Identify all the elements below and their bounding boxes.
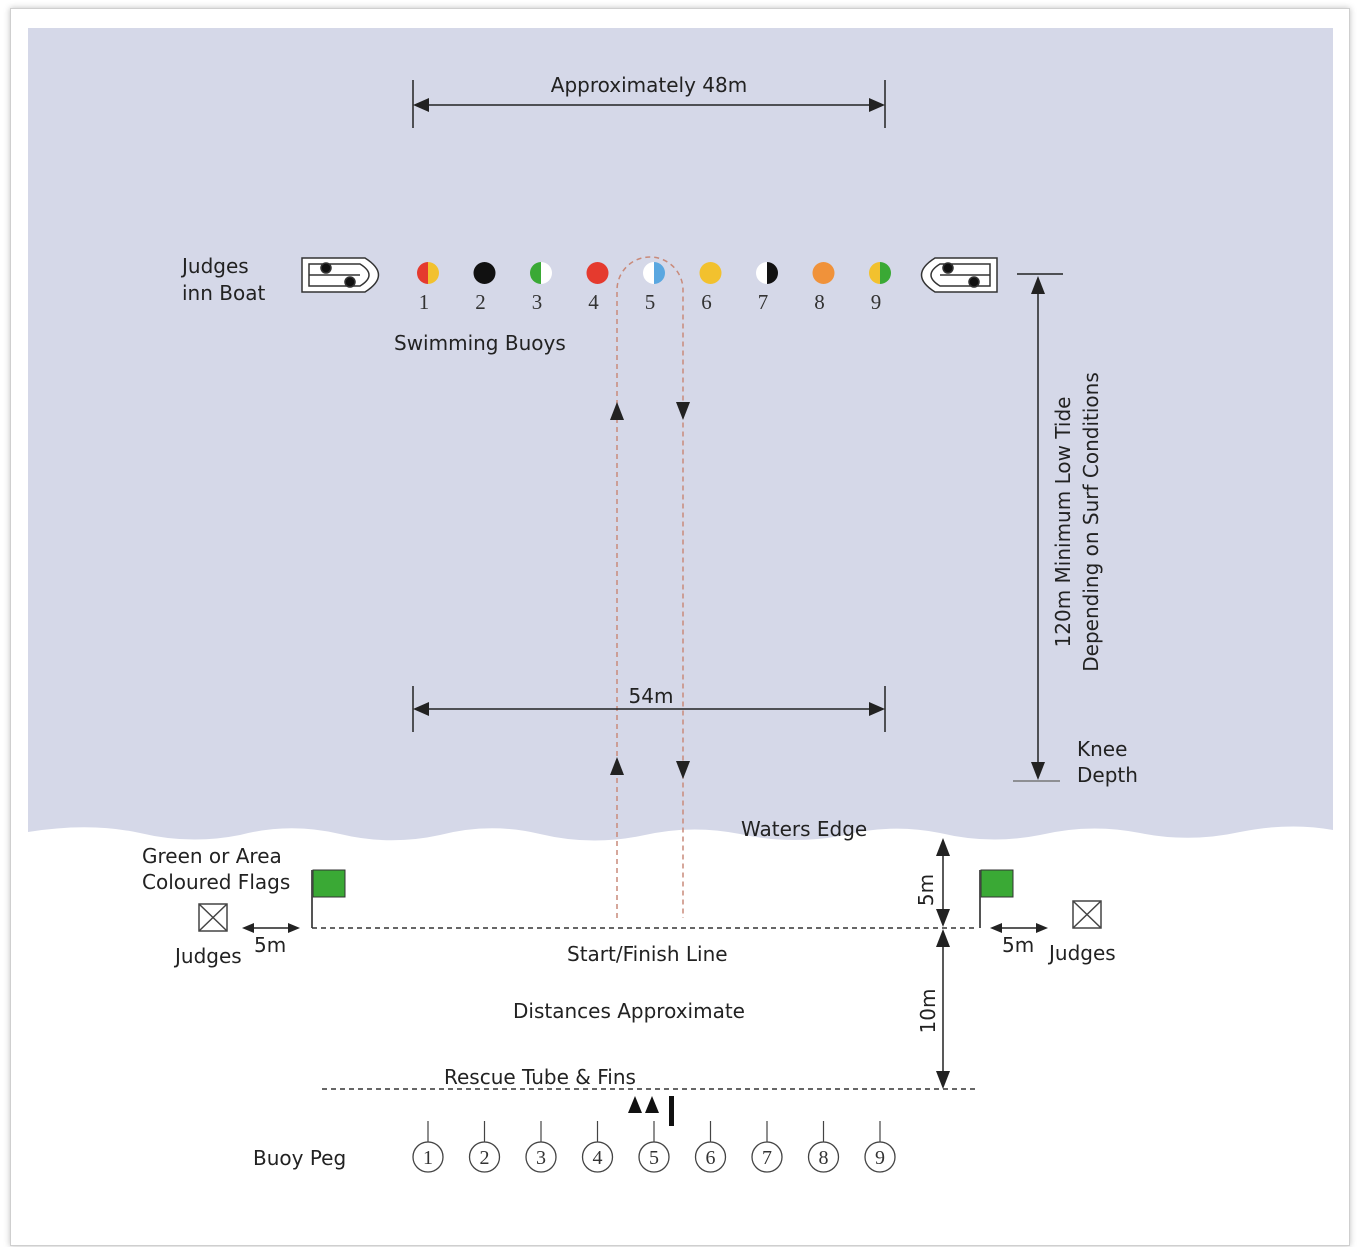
right-5m-dimension xyxy=(990,923,1048,933)
swimming-buoys-label: Swimming Buoys xyxy=(394,331,566,355)
width-48m-label: Approximately 48m xyxy=(551,73,747,97)
peg-number: 8 xyxy=(819,1147,829,1169)
buoy-2: 2 xyxy=(473,262,496,314)
buoy-3: 3 xyxy=(530,262,552,314)
vertical-10m-label: 10m xyxy=(916,989,940,1034)
buoy-peg-7: 7 xyxy=(751,1121,783,1173)
depth-dimension xyxy=(1013,273,1063,782)
left-judges-marker-icon xyxy=(198,903,228,932)
depth-label-line2: Depending on Surf Conditions xyxy=(1079,372,1103,671)
right-judges-boat-icon xyxy=(920,257,998,293)
vertical-5m-dimension xyxy=(936,838,950,927)
buoy-7: 7 xyxy=(756,262,778,314)
width-54m-dimension xyxy=(412,686,886,732)
knee-depth-label-line1: Knee xyxy=(1077,737,1127,761)
peg-number: 7 xyxy=(762,1147,772,1169)
buoy-5: 5 xyxy=(643,262,665,314)
judges-boat-label-line2: inn Boat xyxy=(182,281,265,305)
buoy-4: 4 xyxy=(586,262,609,314)
buoy-pegs: 1 2 3 4 5 6 7 8 9 xyxy=(412,1121,896,1173)
buoy-1: 1 xyxy=(417,262,439,314)
peg-number: 5 xyxy=(649,1147,659,1169)
buoy-number: 4 xyxy=(588,290,599,314)
buoy-number: 2 xyxy=(475,290,486,314)
judges-boat-label-line1: Judges xyxy=(180,254,249,278)
width-48m-dimension xyxy=(412,80,886,128)
route-arrows xyxy=(610,402,690,779)
right-judges-label: Judges xyxy=(1047,941,1116,965)
buoy-number: 5 xyxy=(645,290,656,314)
peg-number: 3 xyxy=(536,1147,546,1169)
buoy-number: 7 xyxy=(758,290,769,314)
flags-label-line1: Green or Area xyxy=(142,844,282,868)
right-5m-label: 5m xyxy=(1002,933,1034,957)
peg-number: 1 xyxy=(423,1147,433,1169)
distances-approx-label: Distances Approximate xyxy=(513,999,745,1023)
left-judges-boat-icon xyxy=(301,257,380,293)
flags-label-line2: Coloured Flags xyxy=(142,870,290,894)
left-5m-dimension xyxy=(242,923,300,933)
buoy-6: 6 xyxy=(699,262,722,314)
buoy-peg-5: 5 xyxy=(638,1121,670,1173)
start-finish-label: Start/Finish Line xyxy=(567,942,728,966)
buoy-peg-2: 2 xyxy=(468,1121,501,1173)
buoy-peg-8: 8 xyxy=(807,1121,840,1173)
left-5m-label: 5m xyxy=(254,933,286,957)
buoy-number: 9 xyxy=(871,290,882,314)
depth-label-line1: 120m Minimum Low Tide xyxy=(1051,397,1075,648)
rescue-tube-label: Rescue Tube & Fins xyxy=(444,1065,636,1089)
right-flag-icon xyxy=(979,869,1014,928)
waters-edge-label: Waters Edge xyxy=(741,817,867,841)
buoy-peg-1: 1 xyxy=(412,1121,444,1173)
peg-number: 2 xyxy=(480,1147,490,1169)
left-flag-icon xyxy=(311,869,346,928)
buoy-9: 9 xyxy=(869,262,891,314)
buoy-number: 3 xyxy=(532,290,543,314)
knee-depth-label-line2: Depth xyxy=(1077,763,1138,787)
peg-number: 9 xyxy=(875,1147,885,1169)
width-54m-label: 54m xyxy=(629,684,674,708)
buoy-8: 8 xyxy=(812,262,835,314)
buoy-peg-9: 9 xyxy=(864,1121,896,1173)
vertical-10m-dimension xyxy=(936,929,950,1089)
buoy-peg-3: 3 xyxy=(525,1121,557,1173)
swimming-buoys: 1 2 3 4 5 6 7 8 9 xyxy=(417,262,891,314)
vertical-5m-label: 5m xyxy=(914,874,938,906)
buoy-peg-label: Buoy Peg xyxy=(253,1146,346,1170)
buoy-peg-4: 4 xyxy=(581,1121,614,1173)
right-judges-marker-icon xyxy=(1072,900,1102,929)
buoy-number: 8 xyxy=(814,290,825,314)
peg-number: 4 xyxy=(593,1147,603,1169)
swim-route xyxy=(616,256,684,918)
buoy-number: 6 xyxy=(701,290,712,314)
water-area xyxy=(28,28,1333,841)
buoy-peg-6: 6 xyxy=(694,1121,727,1173)
fins-and-tube-icon xyxy=(628,1096,674,1126)
buoy-number: 1 xyxy=(419,290,430,314)
peg-number: 6 xyxy=(706,1147,716,1169)
left-judges-label: Judges xyxy=(173,944,242,968)
